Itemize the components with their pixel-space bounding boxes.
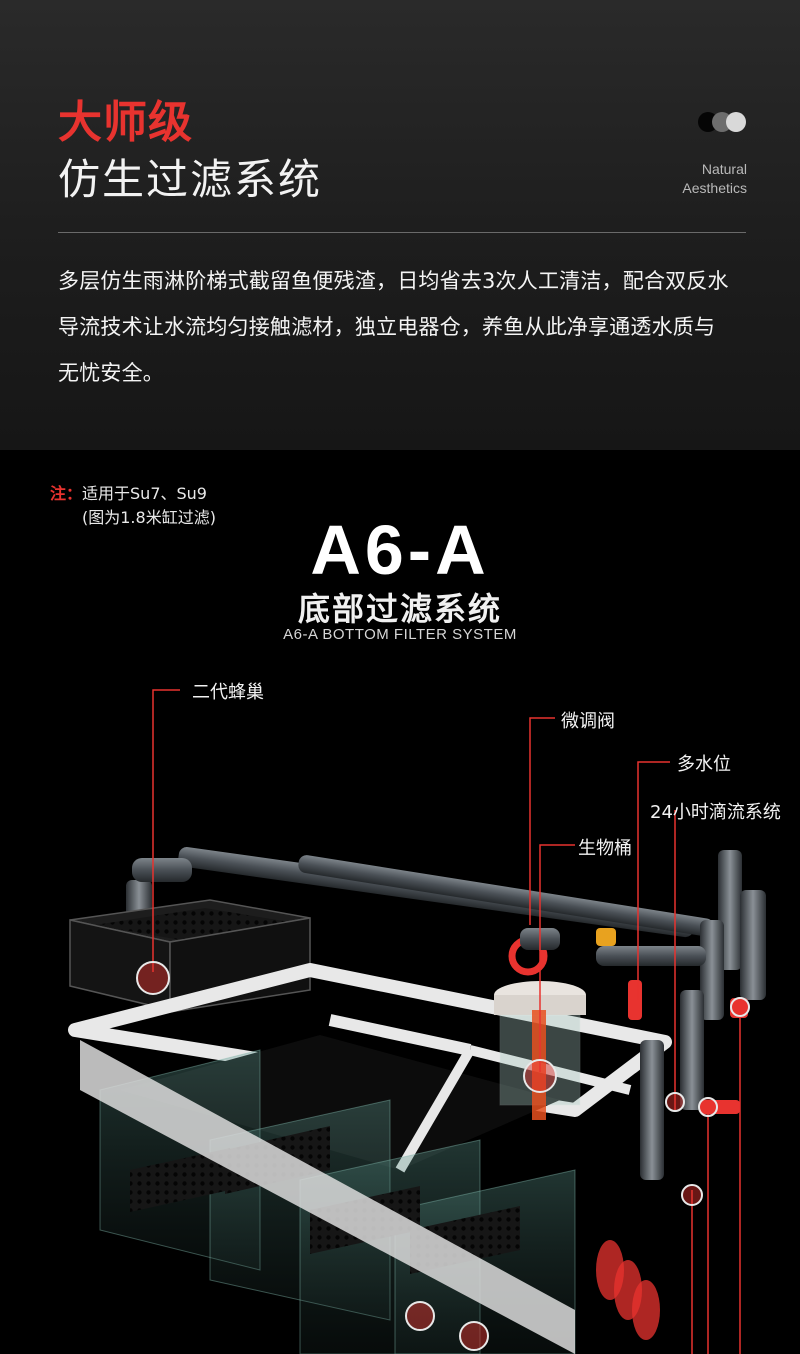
model-subtitle: 底部过滤系统 [297,590,502,628]
description: 多层仿生雨淋阶梯式截留鱼便残渣，日均省去3次人工清洁，配合双反水 导流技术让水流… [58,258,758,396]
callout-valve: 微调阀 [561,711,615,732]
model-subtitle-en: A6-A BOTTOM FILTER SYSTEM [283,626,517,643]
intro-section: 大师级 仿生过滤系统 Natural Aesthetics 多层仿生雨淋阶梯式截… [0,0,800,450]
filter-illustration [68,689,766,1354]
headline: 大师级 [58,97,193,148]
note-key: 注： [50,484,83,503]
subline: 仿生过滤系统 [58,155,323,204]
model-title: A6-A [310,511,490,589]
tagline-line-2: Aesthetics [682,180,747,196]
dots-indicator [698,112,750,132]
product-section: 注：适用于Su7、Su9 (图为1.8米缸过滤) A6-A 底部过滤系统 A6-… [0,450,800,1354]
callout-honeycomb: 二代蜂巢 [192,682,264,703]
dot-light [726,112,746,132]
note-line-1: 适用于Su7、Su9 [82,484,207,503]
tagline: Natural Aesthetics [682,160,747,198]
note-line-2: (图为1.8米缸过滤) [82,508,216,527]
callout-bio-bucket: 生物桶 [578,838,632,859]
divider [58,232,746,233]
tagline-line-1: Natural [701,161,747,177]
description-line-2: 导流技术让水流均匀接触滤材，独立电器仓，养鱼从此净享通透水质与 [58,315,716,339]
usage-note: 注：适用于Su7、Su9 (图为1.8米缸过滤) [50,482,216,530]
callout-drip-system: 24小时滴流系统 [650,802,781,823]
description-line-1: 多层仿生雨淋阶梯式截留鱼便残渣，日均省去3次人工清洁，配合双反水 [58,269,729,293]
description-line-3: 无忧安全。 [58,361,164,385]
callout-water-level: 多水位 [677,754,731,775]
